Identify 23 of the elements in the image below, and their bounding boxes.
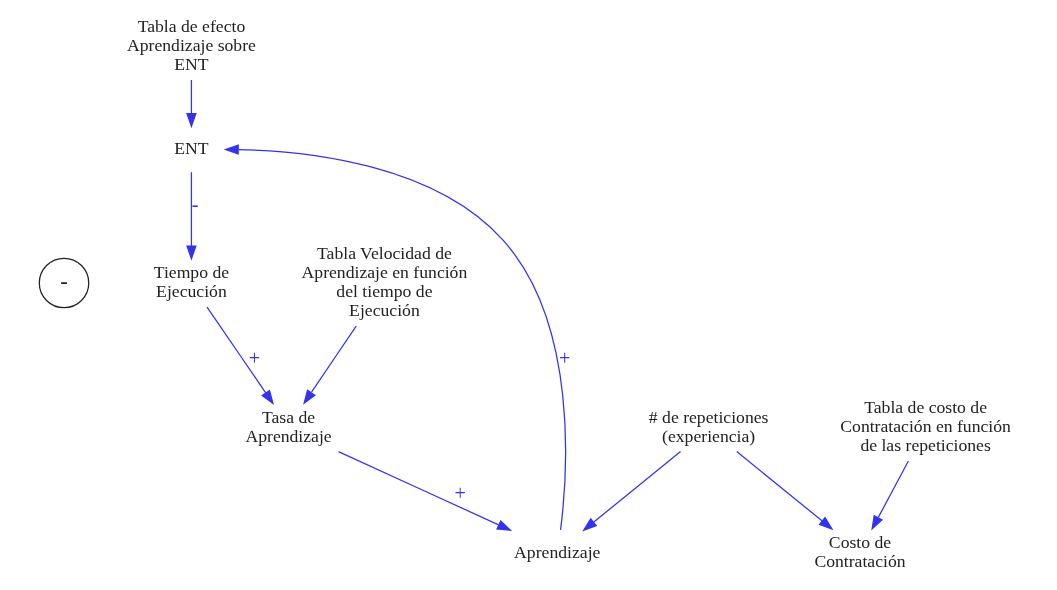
edge-label: - [191,192,199,215]
node-text: Tiempo de Ejecución [153,262,229,302]
node-text: Costo de Contratación [813,532,906,572]
node-text: Tabla Velocidad de Aprendizaje en función del tiempo de Ejecución [301,243,467,321]
node-text: Tabla de efecto Aprendizaje sobre ENT [126,16,256,75]
edge-label: + [248,346,260,369]
node-text: Tasa de Aprendizaje [244,406,332,446]
arrow [185,79,197,129]
label: - [59,268,68,294]
edge-label: + [558,346,571,369]
node-text: # de repeticiones (experiencia) [648,406,768,446]
arrow [581,450,681,532]
node-text: Aprendizaje [513,541,600,562]
arrow [302,325,357,405]
arrow [337,450,512,532]
arrow [735,450,834,531]
arrow [223,144,566,531]
arrow [870,460,909,531]
node-text: ENT [173,137,209,158]
node-text: Tabla de costo de Contratación en función de las repeticiones [839,397,1011,456]
arrow [205,306,274,406]
arrow [185,171,197,261]
edge-label: + [453,481,466,504]
